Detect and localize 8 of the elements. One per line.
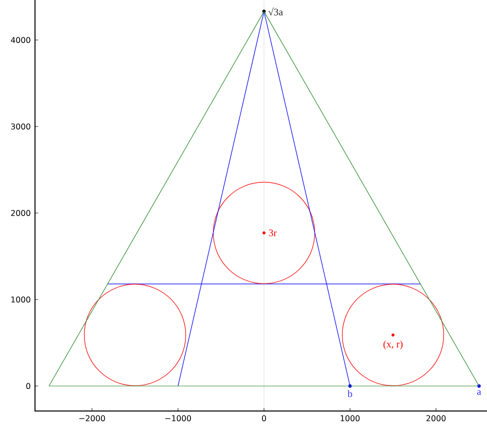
- circle: [84, 284, 186, 386]
- line-segment: [264, 11, 480, 386]
- line-segment: [48, 11, 264, 386]
- line-segment: [264, 11, 350, 386]
- point-label: b: [348, 384, 352, 398]
- point-label: √3a: [262, 7, 283, 16]
- line-segment: [178, 11, 264, 386]
- point-label: a: [477, 384, 482, 395]
